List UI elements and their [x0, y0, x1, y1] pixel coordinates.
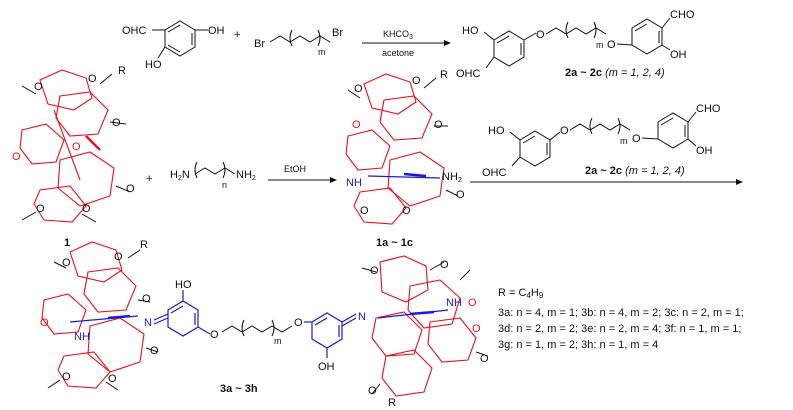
diamine-h2n: H2N: [170, 169, 190, 182]
lactone-o-int: O: [352, 119, 361, 131]
compound-1-macrocycle: O O R O O O O O O 1: [12, 65, 135, 249]
product-3-left-macrocycle: R O O O NH O O O O: [40, 239, 159, 391]
repeat-m-2: m: [596, 40, 604, 50]
product-3-label: 3a ~ 3h: [220, 383, 258, 395]
r-group-left: R: [140, 239, 148, 251]
reagent-etoh: EtOH: [284, 164, 306, 174]
o-product-left: O: [210, 329, 219, 341]
ome-int-5: O: [360, 205, 369, 217]
ome-left-3: O: [142, 293, 151, 305]
ome-right-3: O: [480, 353, 489, 365]
repeat-n: n: [222, 180, 227, 190]
compound-1-label: 1: [64, 237, 70, 249]
ome-int-3: O: [434, 119, 443, 131]
ome-int-4: O: [456, 189, 465, 201]
product-2-label: 2a ~ 2c (m = 1, 2, 4): [565, 67, 665, 79]
intermediate-1a-1c: O O R O O NH NH2 O O O 1a ~ 1c: [345, 69, 465, 249]
ohc-reagent: OHC: [482, 167, 507, 179]
ho-2: HO: [462, 25, 479, 37]
ohc-2: OHC: [456, 68, 481, 80]
ome-left-5: O: [62, 371, 71, 383]
reaction-arrow-3: [470, 179, 743, 185]
oh-reagent: OH: [696, 145, 713, 157]
legend-row-1: 3a: n = 4, m = 1; 3b: n = 4, m = 2; 3c: …: [498, 307, 744, 319]
ome-right-4: O: [368, 385, 377, 397]
imine-n-right: N: [358, 311, 366, 323]
reactant-dibromoalkane: Br m Br: [254, 27, 343, 57]
r-definition: R = C4H9: [498, 287, 544, 300]
r-group-1: R: [118, 65, 126, 77]
ome-left-4: O: [150, 345, 159, 357]
lactone-o-right-1: O: [468, 297, 477, 309]
repeat-m-reagent: m: [620, 136, 628, 146]
nh-right: NH: [446, 297, 462, 309]
ome-label-5: O: [36, 203, 45, 215]
diamine-reagent: H2N n NH2: [170, 161, 256, 190]
r-group-int: R: [440, 69, 448, 81]
plus-sign-2: +: [146, 173, 152, 185]
oh-product: OH: [318, 361, 335, 373]
o-product-right: O: [294, 317, 303, 329]
ome-int-2: O: [412, 75, 421, 87]
ome-left-6: O: [108, 373, 117, 385]
product-dialdehyde-2: HO OHC O m O CHO OH 2a ~ 2c (m = 1, 2, 4…: [456, 9, 695, 80]
legend-row-3: 3g: n = 1, m = 2; 3h: n = 1, m = 4: [498, 339, 658, 351]
ome-right-2: O: [440, 259, 449, 271]
o-2-left: O: [536, 29, 545, 41]
product-3-linker: N HO O m O OH N: [144, 279, 366, 373]
repeat-m: m: [318, 47, 326, 57]
r-group-right: R: [388, 397, 396, 409]
nh2-int: NH2: [442, 171, 462, 184]
br-left: Br: [254, 38, 265, 50]
ome-label-1: O: [34, 81, 43, 93]
br-right: Br: [332, 27, 343, 39]
reagent-2-above-arrow: HO OHC O m O CHO OH 2a ~ 2c (m = 1, 2, 4…: [482, 103, 721, 179]
plus-sign-1: +: [234, 29, 240, 41]
ome-label-6: O: [82, 203, 91, 215]
ome-label-2: O: [88, 73, 97, 85]
lactone-o-2: O: [72, 141, 81, 153]
repeat-m-product: m: [274, 336, 282, 346]
subst-oh: OH: [208, 25, 225, 37]
ho-reagent: HO: [488, 125, 505, 137]
nh-int: NH: [346, 177, 362, 189]
ome-int-6: O: [402, 205, 411, 217]
ome-left-2: O: [114, 251, 123, 263]
reaction-arrow-2: EtOH: [268, 164, 337, 183]
lactone-o-left: O: [40, 317, 49, 329]
o-2-right: O: [607, 39, 616, 51]
intermediate-label: 1a ~ 1c: [376, 237, 413, 249]
diamine-nh2: NH2: [236, 169, 256, 182]
o-reagent-right: O: [632, 133, 641, 145]
subst-ho: HO: [145, 59, 162, 71]
o-reagent-left: O: [560, 125, 569, 137]
substituent-legend: R = C4H9 3a: n = 4, m = 1; 3b: n = 4, m …: [498, 287, 744, 351]
lactone-o-right-2: O: [472, 323, 481, 335]
cho-2: CHO: [670, 9, 695, 21]
ome-label-4: O: [126, 183, 135, 195]
ome-left-1: O: [62, 257, 71, 269]
reactant-dihydroxybenzaldehyde: OHC OH HO: [122, 20, 225, 71]
solvent-acetone: acetone: [382, 48, 414, 58]
reagent-khco3: KHCO3: [383, 29, 413, 41]
nh-left: NH: [74, 331, 90, 343]
ome-int-1: O: [354, 83, 363, 95]
subst-ohc: OHC: [122, 25, 147, 37]
reaction-arrow-1: KHCO3 acetone: [362, 29, 451, 58]
oh-2: OH: [670, 49, 687, 61]
ho-product: HO: [175, 279, 192, 291]
ome-label-3: O: [112, 117, 121, 129]
ome-right-1: O: [370, 265, 379, 277]
product-3-right-macrocycle: O O O O NH O O R: [361, 255, 489, 409]
lactone-o-1: O: [12, 151, 21, 163]
legend-row-2: 3d: n = 2, m = 2; 3e: n = 2, m = 4; 3f: …: [498, 323, 741, 335]
imine-n-left: N: [144, 317, 152, 329]
cho-reagent: CHO: [696, 103, 721, 115]
reagent-2-label: 2a ~ 2c (m = 1, 2, 4): [585, 165, 685, 177]
